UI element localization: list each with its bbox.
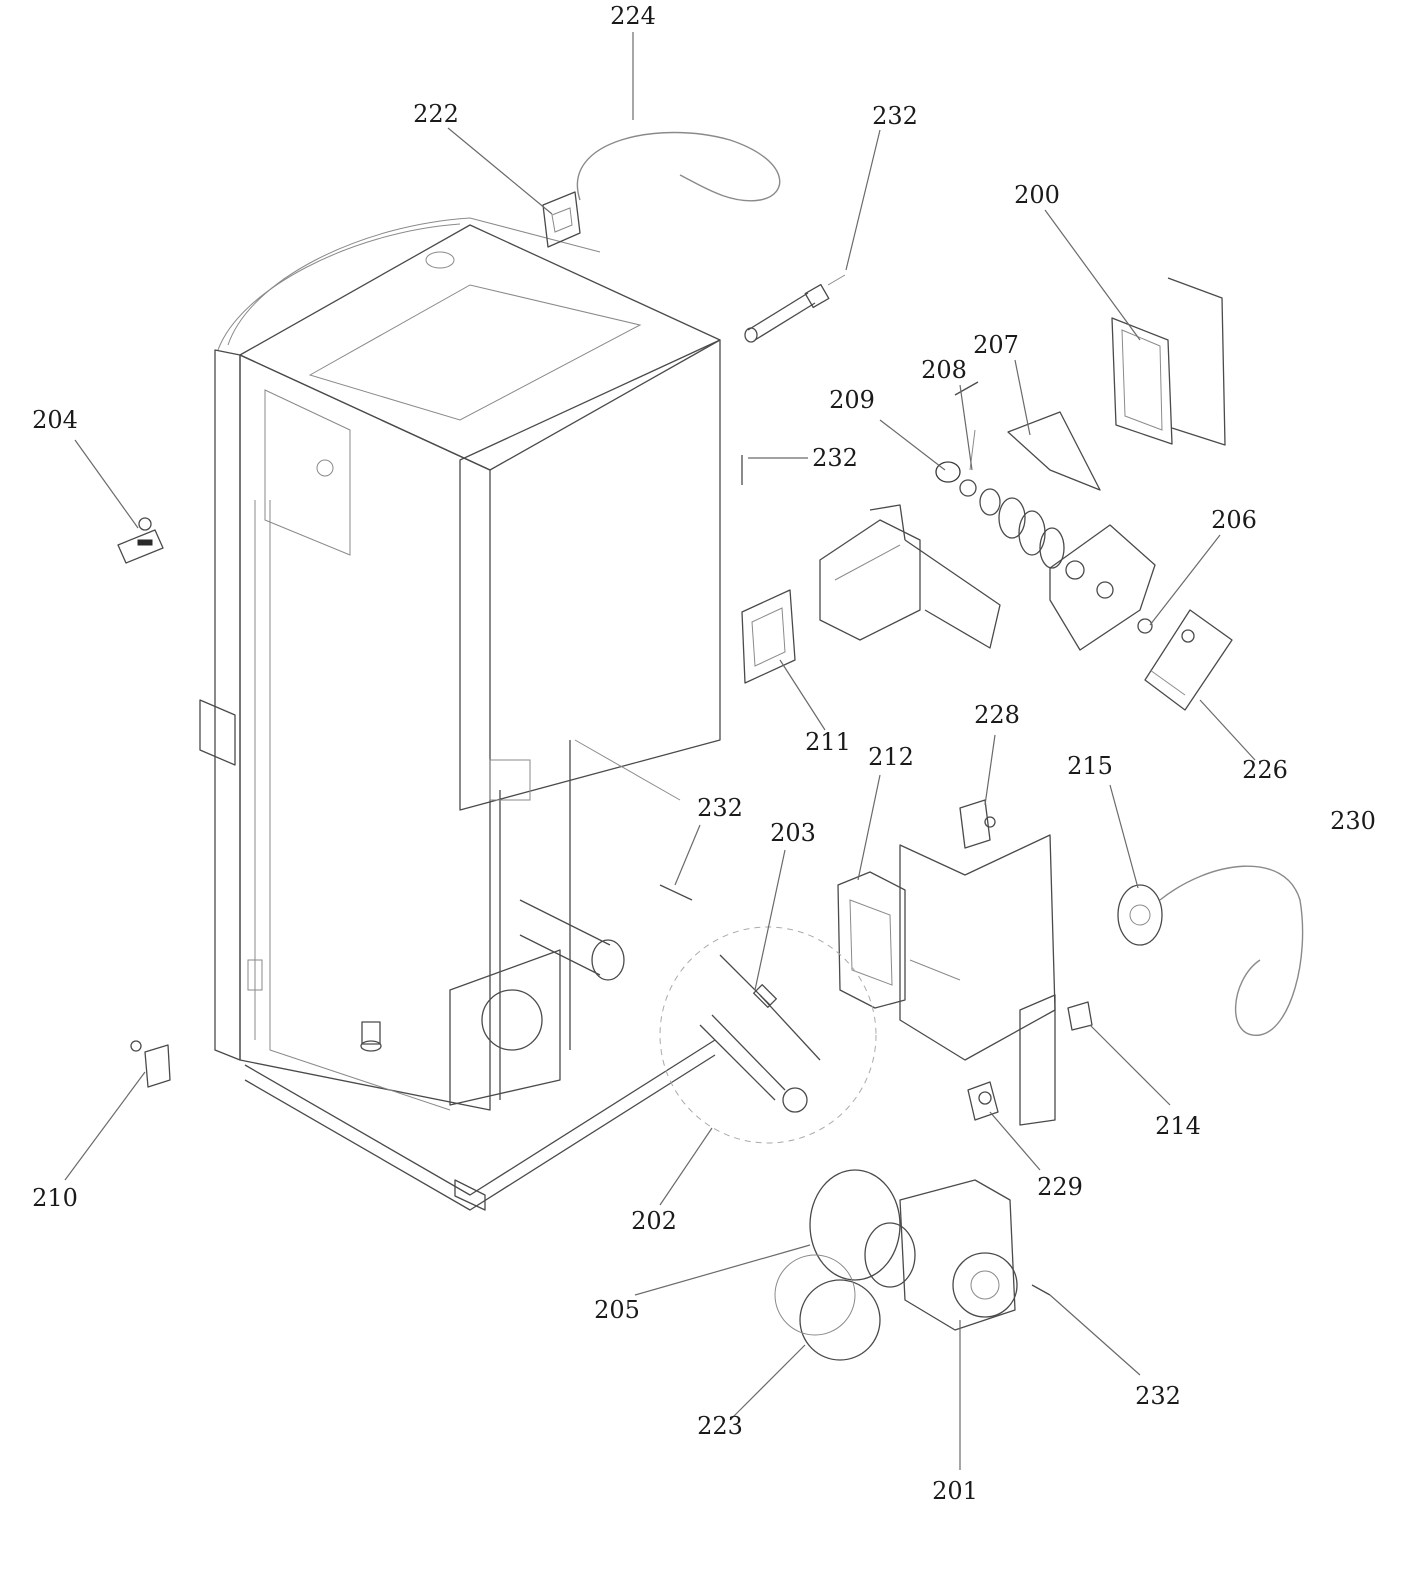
callout-203: 203 (770, 819, 816, 847)
callout-215: 215 (1067, 752, 1113, 780)
part-232-rod-lower (659, 884, 693, 901)
callout-202: 202 (631, 1207, 677, 1235)
part-230-hose (1159, 865, 1304, 1036)
callout-232-lower: 232 (697, 794, 743, 822)
boiler-body (199, 217, 721, 1211)
part-223-tube (774, 1254, 881, 1361)
part-222-inspection-cover (542, 191, 581, 248)
callout-223: 223 (697, 1412, 743, 1440)
part-209-auger (935, 461, 1065, 569)
gearmotor-housing (1049, 524, 1156, 651)
part-208-rod (954, 381, 979, 471)
electronics-panel (899, 834, 1056, 1126)
part-226-motor (1144, 609, 1233, 711)
callout-228: 228 (974, 701, 1020, 729)
part-205-gasket-ring (809, 1169, 901, 1281)
part-207-plate (1007, 411, 1101, 491)
callout-209: 209 (829, 386, 875, 414)
auger-tube-assembly (819, 504, 1001, 649)
callout-232-bottom: 232 (1135, 1382, 1181, 1410)
callout-230: 230 (1330, 807, 1376, 835)
part-206-bolt (1137, 618, 1153, 634)
callout-224: 224 (610, 2, 656, 30)
part-229-component (967, 1081, 999, 1121)
part-228-component (959, 799, 996, 849)
callout-208: 208 (921, 356, 967, 384)
callout-214: 214 (1155, 1112, 1201, 1140)
part-215-pressure-switch (1117, 884, 1163, 946)
part-232-pin-bottom (1031, 1284, 1051, 1296)
part-224-cable (576, 131, 781, 202)
part-212-control-board (837, 871, 906, 1009)
callout-232-top: 232 (872, 102, 918, 130)
callout-211: 211 (805, 728, 851, 756)
callout-222: 222 (413, 100, 459, 128)
callout-229: 229 (1037, 1173, 1083, 1201)
callout-232-middle: 232 (812, 444, 858, 472)
callout-200: 200 (1014, 181, 1060, 209)
callout-labels: 224 222 232 200 207 208 209 204 232 206 … (32, 2, 1376, 1505)
part-214-capacitor (1067, 1001, 1093, 1031)
leader-lines (64, 32, 1256, 1470)
part-203-electrode (719, 954, 821, 1061)
callout-205: 205 (594, 1296, 640, 1324)
callout-206: 206 (1211, 506, 1257, 534)
callout-201: 201 (932, 1477, 978, 1505)
part-232-probe-top (744, 274, 846, 343)
callout-204: 204 (32, 406, 78, 434)
part-202-igniter-detail (659, 926, 877, 1144)
callout-210: 210 (32, 1184, 78, 1212)
part-211-gasket (741, 589, 796, 684)
part-200-lid-panels (1111, 277, 1226, 446)
callout-212: 212 (868, 743, 914, 771)
part-210-connector (130, 1040, 171, 1088)
part-204-sensor (117, 517, 164, 564)
callout-207: 207 (973, 331, 1019, 359)
part-201-fan (864, 1179, 1018, 1331)
callout-226: 226 (1242, 756, 1288, 784)
